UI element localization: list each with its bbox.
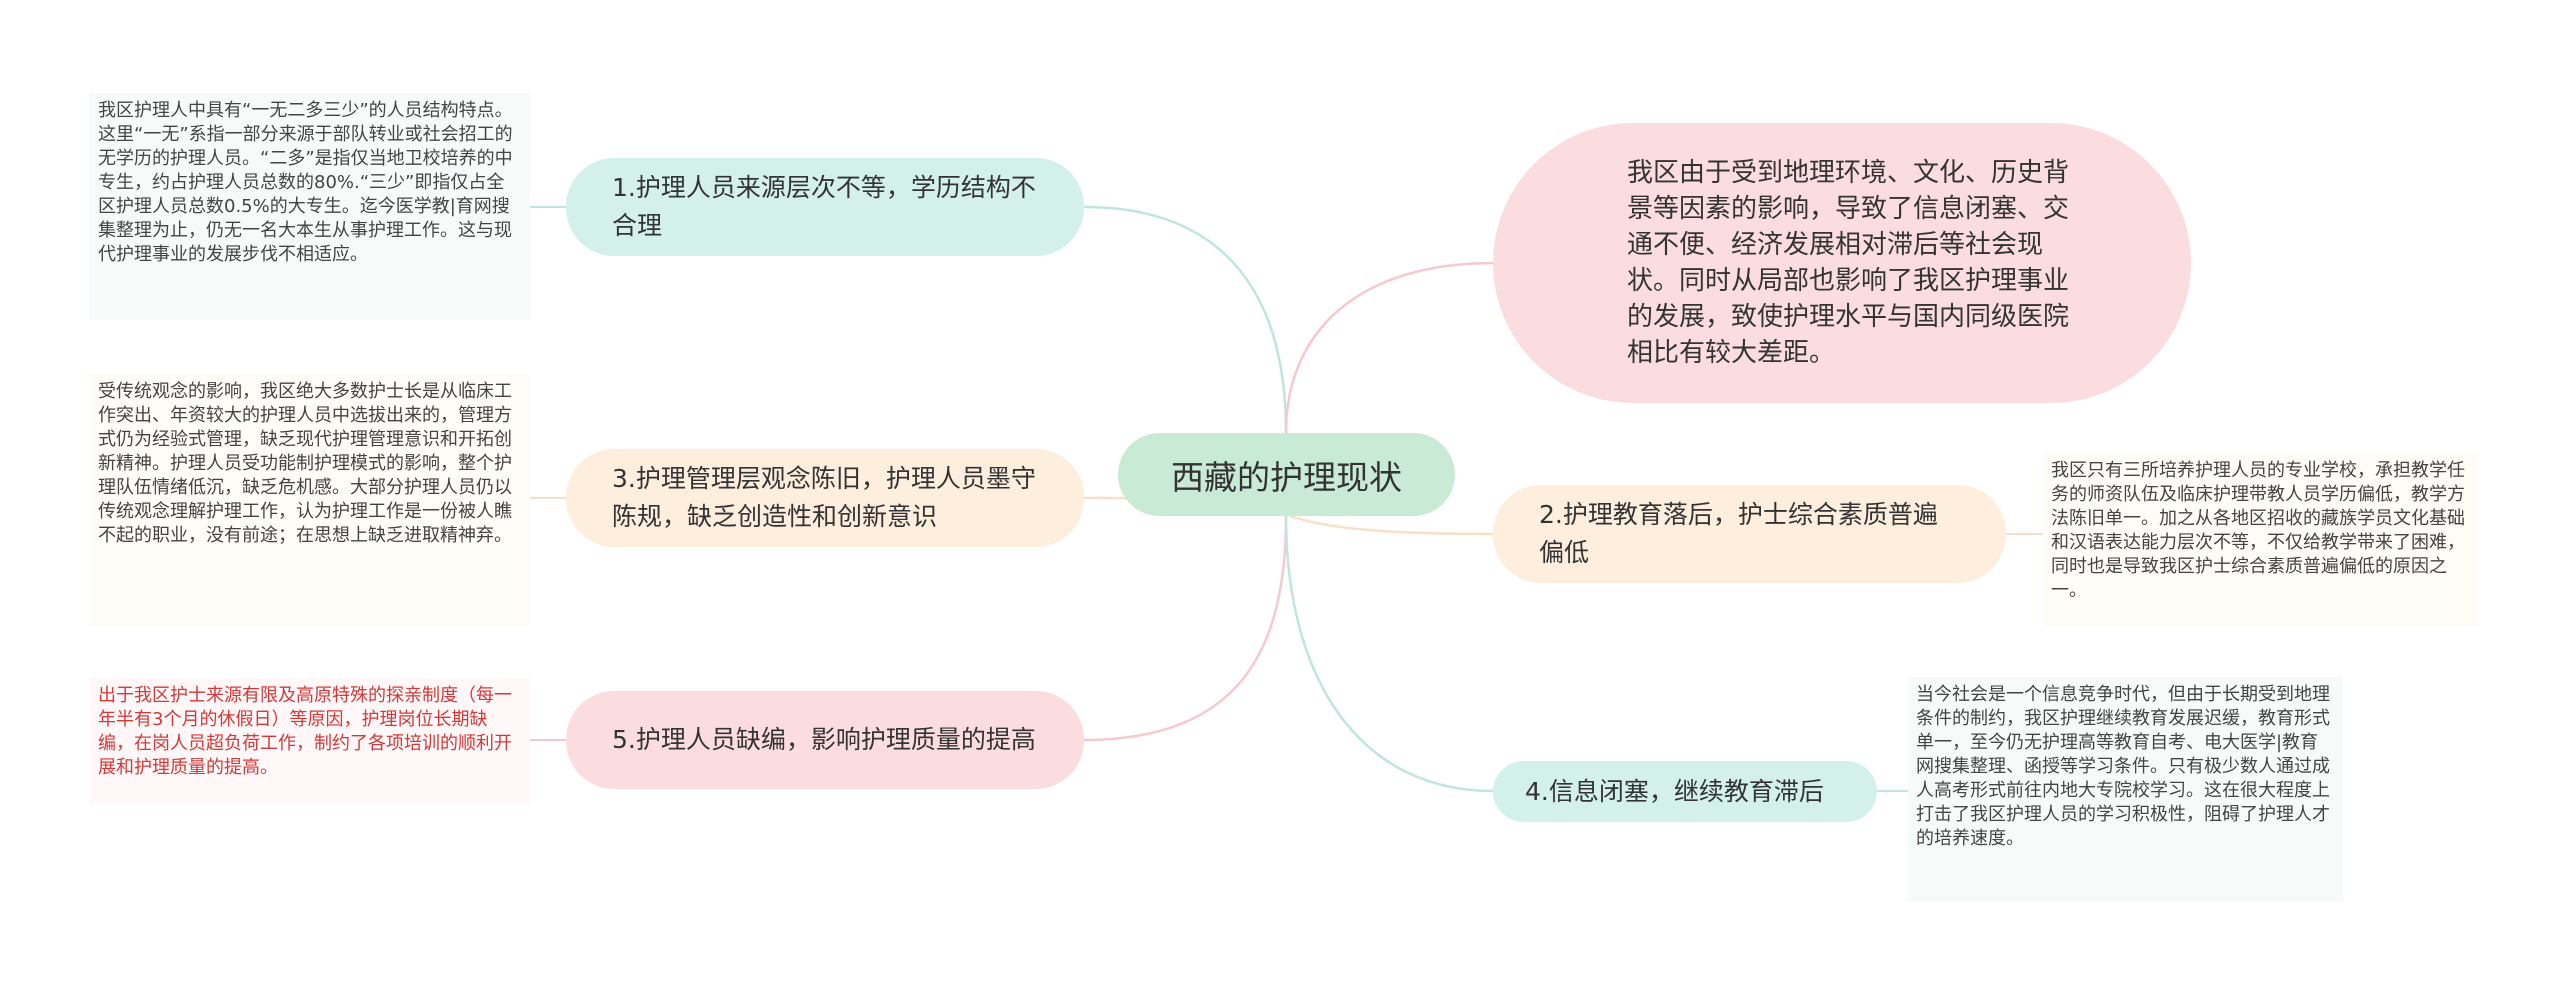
link-to-branch-1 bbox=[1083, 205, 1288, 434]
branch-3-note: 受传统观念的影响，我区绝大多数护士长是从临床工作突出、年资较大的护理人员中选拔出… bbox=[90, 374, 530, 626]
branch-1-note-text: 我区护理人中具有“一无二多三少”的人员结构特点。这里“一无”系指一部分来源于部队… bbox=[98, 100, 513, 265]
branch-4-label: 4.信息闭塞，继续教育滞后 bbox=[1525, 776, 1824, 806]
link-to-branch-4 bbox=[1284, 515, 1494, 793]
branch-1-topic[interactable]: 1.护理人员来源层次不等，学历结构不合理 bbox=[566, 158, 1084, 256]
branch-3-note-text: 受传统观念的影响，我区绝大多数护士长是从临床工作突出、年资较大的护理人员中选拔出… bbox=[98, 381, 512, 546]
branch-5-topic[interactable]: 5.护理人员缺编，影响护理质量的提高 bbox=[566, 691, 1084, 789]
branch-2-topic[interactable]: 2.护理教育落后，护士综合素质普遍偏低 bbox=[1493, 485, 2006, 583]
central-topic-label: 西藏的护理现状 bbox=[1171, 457, 1402, 497]
branch-2-note-text: 我区只有三所培养护理人员的专业学校，承担教学任务的师资队伍及临床护理带教人员学历… bbox=[2051, 460, 2465, 601]
branch-1-label: 1.护理人员来源层次不等，学历结构不合理 bbox=[612, 173, 1036, 240]
branch-1-note: 我区护理人中具有“一无二多三少”的人员结构特点。这里“一无”系指一部分来源于部队… bbox=[90, 93, 530, 320]
central-topic[interactable]: 西藏的护理现状 bbox=[1118, 433, 1455, 516]
branch-5-note: 出于我区护士来源有限及高原特殊的探亲制度（每一年半有3个月的休假日）等原因，护理… bbox=[90, 678, 530, 804]
branch-5-note-text: 出于我区护士来源有限及高原特殊的探亲制度（每一年半有3个月的休假日）等原因，护理… bbox=[98, 685, 512, 778]
link-to-branch-2 bbox=[1289, 514, 1494, 536]
branch-2-note: 我区只有三所培养护理人员的专业学校，承担教学任务的师资队伍及临床护理带教人员学历… bbox=[2043, 453, 2478, 626]
branch-3-label: 3.护理管理层观念陈旧，护理人员墨守陈规，缺乏创造性和创新意识 bbox=[612, 464, 1036, 531]
branch-4-topic[interactable]: 4.信息闭塞，继续教育滞后 bbox=[1493, 761, 1877, 822]
branch-4-note-text: 当今社会是一个信息竞争时代，但由于长期受到地理条件的制约，我区护理继续教育发展迟… bbox=[1916, 684, 2330, 849]
intro-topic-text: 我区由于受到地理环境、文化、历史背景等因素的影响，导致了信息闭塞、交通不便、经济… bbox=[1627, 158, 2070, 368]
intro-topic[interactable]: 我区由于受到地理环境、文化、历史背景等因素的影响，导致了信息闭塞、交通不便、经济… bbox=[1493, 123, 2191, 403]
link-to-intro bbox=[1284, 261, 1494, 434]
branch-4-note: 当今社会是一个信息竞争时代，但由于长期受到地理条件的制约，我区护理继续教育发展迟… bbox=[1908, 677, 2343, 902]
branch-2-label: 2.护理教育落后，护士综合素质普遍偏低 bbox=[1539, 500, 1938, 567]
branch-3-topic[interactable]: 3.护理管理层观念陈旧，护理人员墨守陈规，缺乏创造性和创新意识 bbox=[566, 449, 1084, 547]
link-to-branch-5 bbox=[1083, 515, 1288, 742]
branch-5-label: 5.护理人员缺编，影响护理质量的提高 bbox=[612, 725, 1036, 754]
